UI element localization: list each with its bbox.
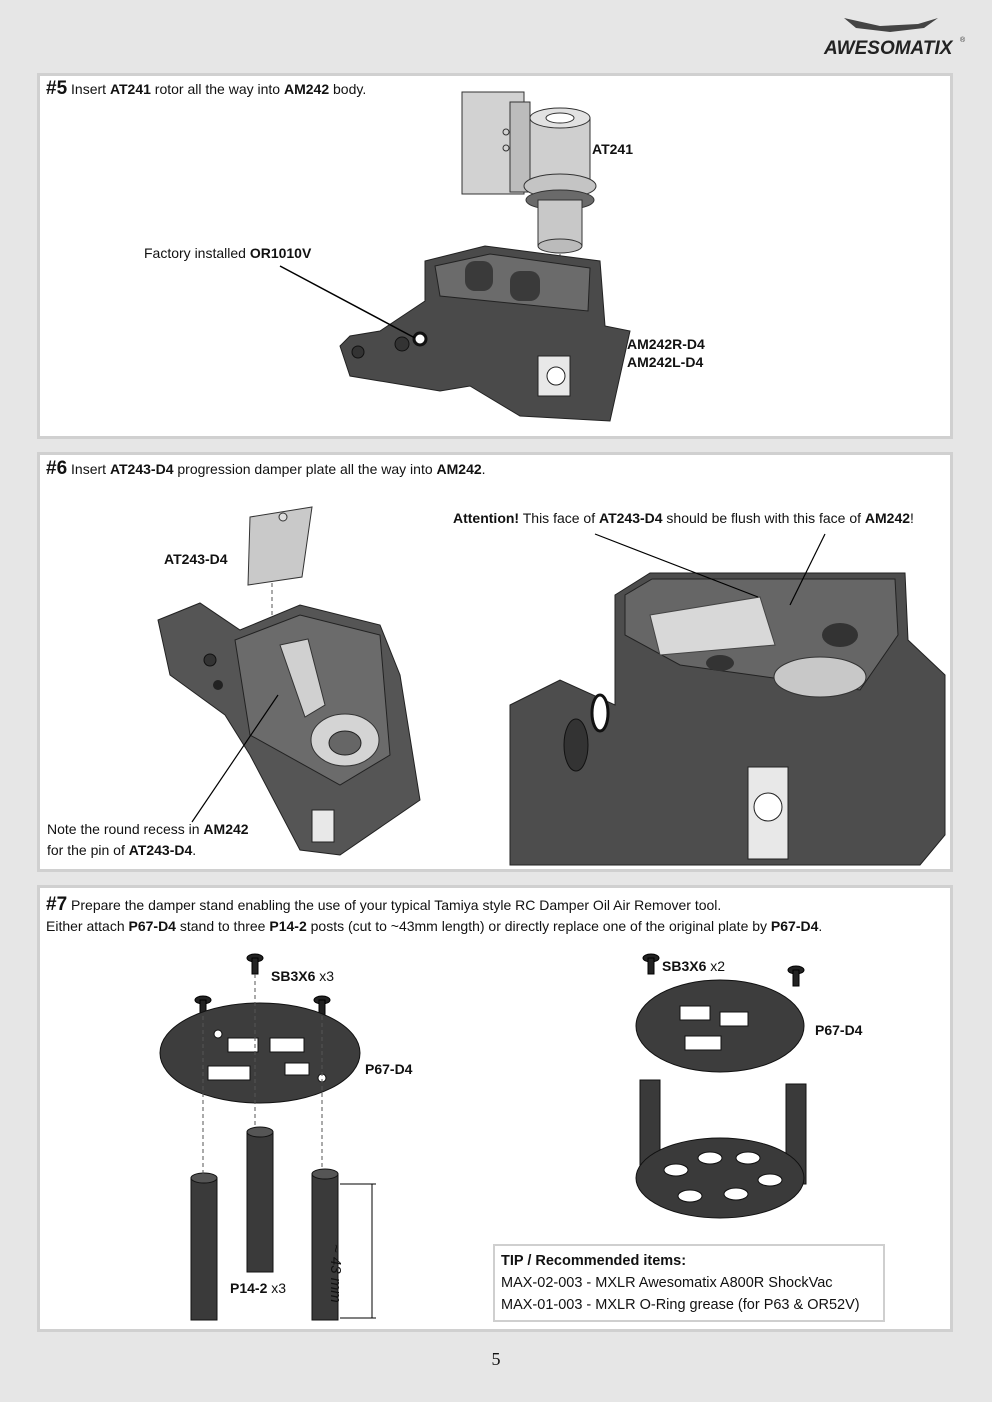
label-sb3x6-right: SB3X6 x2 xyxy=(662,958,726,974)
tip-item: MAX-02-003 - MXLR Awesomatix A800R Shock… xyxy=(501,1275,833,1291)
page-number: 5 xyxy=(491,1349,501,1369)
tip-item: MAX-01-003 - MXLR O-Ring grease (for P63… xyxy=(501,1297,860,1313)
step-6-instruction: #6 Insert AT243-D4 progression damper pl… xyxy=(46,458,486,479)
step-6-panel: #6 Insert AT243-D4 progression damper pl… xyxy=(37,452,953,872)
label-p67-d4-left: P67-D4 xyxy=(365,1061,413,1077)
label-p67-d4-right: P67-D4 xyxy=(815,1022,863,1038)
step-5-instruction: #5 Insert AT241 rotor all the way into A… xyxy=(46,78,367,99)
label-factory-installed: Factory installed OR1010V xyxy=(144,245,312,261)
step-7-panel: #7 Prepare the damper stand enabling the… xyxy=(37,885,953,1332)
step-7-instruction: #7 Prepare the damper stand enabling the… xyxy=(46,894,823,934)
dimension-43mm: ~ 43 mm xyxy=(327,1244,344,1303)
step-6-illustration xyxy=(157,506,946,866)
svg-text:®: ® xyxy=(960,36,966,44)
step-5-illustration xyxy=(279,91,631,422)
step-7-illustration xyxy=(159,953,807,1321)
attention-note: Attention! This face of AT243-D4 should … xyxy=(453,510,914,526)
logo-text: AWESOMATIX xyxy=(823,38,954,59)
label-at241: AT241 xyxy=(592,141,633,157)
label-sb3x6-left: SB3X6 x3 xyxy=(271,968,335,984)
label-am242l-d4: AM242L-D4 xyxy=(627,354,704,370)
tip-title: TIP / Recommended items: xyxy=(501,1253,687,1269)
label-am242r-d4: AM242R-D4 xyxy=(627,336,705,352)
label-at243-d4: AT243-D4 xyxy=(164,551,228,567)
label-p14-2: P14-2 x3 xyxy=(230,1280,287,1296)
brand-logo: AWESOMATIX ® xyxy=(820,14,970,60)
tip-box: TIP / Recommended items: MAX-02-003 - MX… xyxy=(493,1244,885,1322)
step-5-panel: #5 Insert AT241 rotor all the way into A… xyxy=(37,73,953,439)
